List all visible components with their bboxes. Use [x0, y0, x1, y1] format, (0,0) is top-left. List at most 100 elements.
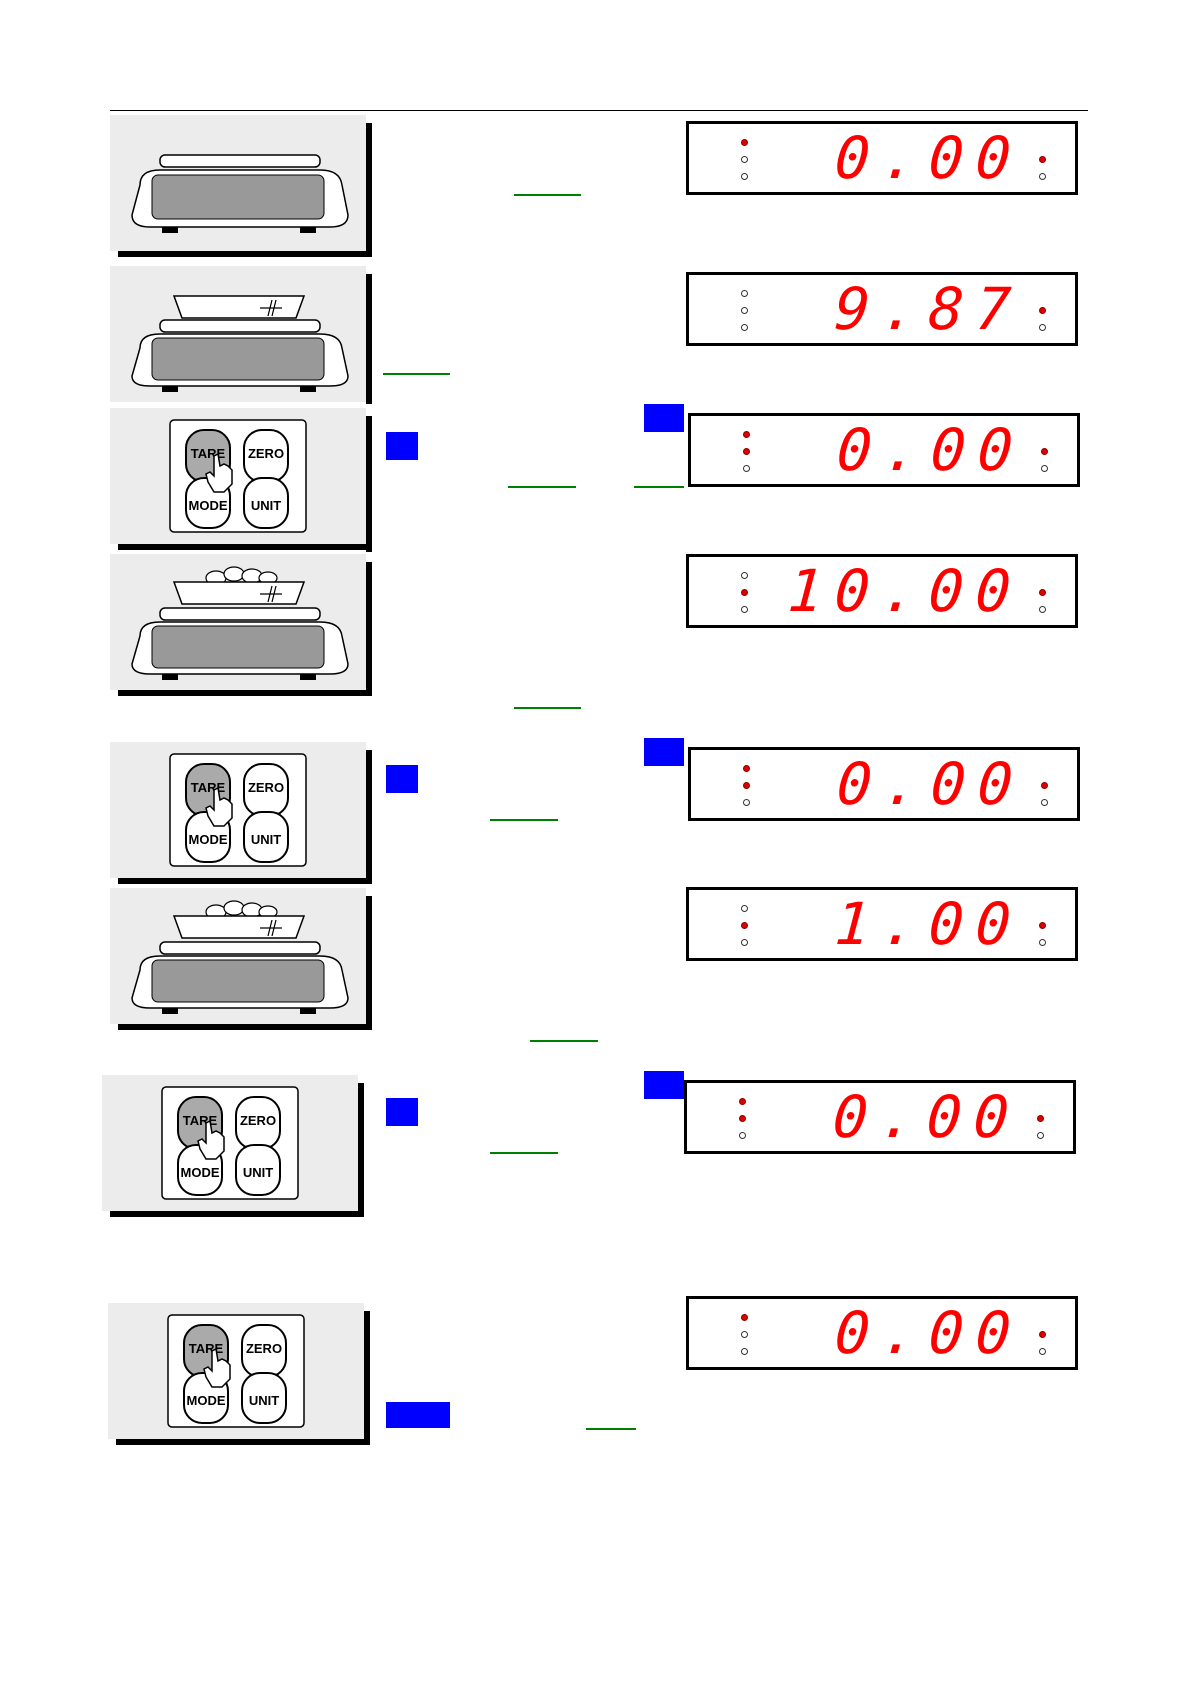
illustration-panel — [110, 115, 366, 251]
pointing-hand-icon — [205, 786, 233, 827]
led-display: 0.00 — [684, 1080, 1076, 1154]
annotation-underline — [383, 373, 450, 375]
annotation-underline — [490, 1152, 558, 1154]
indicator-led — [743, 799, 750, 806]
scale-empty-illustration — [131, 154, 349, 233]
indicator-led — [1039, 922, 1046, 929]
indicator-led — [741, 139, 748, 146]
keypad-illustration: TARE ZERO MODE UNIT — [161, 1086, 299, 1200]
pointing-hand-icon — [205, 452, 233, 493]
mode-key-label: MODE — [189, 498, 228, 513]
indicator-led — [741, 1331, 748, 1338]
indicator-led — [1039, 1331, 1046, 1338]
annotation-underline — [490, 819, 558, 821]
indicator-led — [1037, 1115, 1044, 1122]
indicator-led — [1037, 1132, 1044, 1139]
keypad-illustration: TARE ZERO MODE UNIT — [169, 753, 307, 867]
display-value: 0.00 — [832, 1299, 1026, 1367]
led-display: 0.00 — [686, 1296, 1078, 1370]
keypad-illustration: TARE ZERO MODE UNIT — [169, 419, 307, 533]
indicator-led — [1039, 307, 1046, 314]
illustration-panel: TARE ZERO MODE UNIT — [110, 408, 366, 544]
illustration-panel — [110, 554, 366, 690]
pointing-hand-icon — [197, 1119, 225, 1160]
annotation-underline — [634, 486, 684, 488]
led-display: 1.00 — [686, 887, 1078, 961]
illustration-panel — [110, 266, 366, 402]
indicator-led — [741, 922, 748, 929]
indicator-led — [741, 290, 748, 297]
indicator-led — [1039, 324, 1046, 331]
display-value: 1.00 — [832, 890, 1026, 958]
led-display: 10.00 — [686, 554, 1078, 628]
display-value: 0.00 — [832, 124, 1026, 192]
unit-key-label: UNIT — [251, 832, 281, 847]
indicator-led — [741, 572, 748, 579]
indicator-led — [1041, 448, 1048, 455]
keypad-illustration: TARE ZERO MODE UNIT — [167, 1314, 305, 1428]
annotation-underline — [514, 194, 581, 196]
zero-key-label: ZERO — [248, 446, 284, 461]
scale-with-container-illustration — [131, 295, 349, 392]
indicator-led — [739, 1098, 746, 1105]
indicator-led — [741, 1314, 748, 1321]
step-marker — [644, 404, 684, 432]
display-value: 10.00 — [786, 557, 1026, 625]
indicator-led — [739, 1132, 746, 1139]
annotation-underline — [530, 1040, 598, 1042]
scale-with-items-illustration — [131, 900, 349, 1014]
indicator-led — [741, 173, 748, 180]
mode-key-label: MODE — [187, 1393, 226, 1408]
tare-key-label: TARE — [191, 446, 226, 461]
annotation-underline — [586, 1428, 636, 1430]
indicator-led — [741, 606, 748, 613]
display-value: 0.00 — [834, 750, 1028, 818]
indicator-led — [1039, 173, 1046, 180]
indicator-led — [1039, 156, 1046, 163]
display-value: 0.00 — [830, 1083, 1024, 1151]
indicator-led — [1041, 799, 1048, 806]
unit-key-label: UNIT — [251, 498, 281, 513]
illustration-panel: TARE ZERO MODE UNIT — [102, 1075, 358, 1211]
indicator-led — [1041, 465, 1048, 472]
scale-with-items-illustration — [131, 566, 349, 680]
indicator-led — [741, 1348, 748, 1355]
indicator-led — [741, 589, 748, 596]
indicator-led — [741, 324, 748, 331]
indicator-led — [1039, 1348, 1046, 1355]
step-marker — [386, 432, 418, 460]
illustration-panel — [110, 888, 366, 1024]
indicator-led — [1039, 589, 1046, 596]
zero-key-label: ZERO — [248, 780, 284, 795]
header-rule — [110, 110, 1088, 111]
step-marker — [386, 1098, 418, 1126]
indicator-led — [743, 782, 750, 789]
tare-key-label: TARE — [189, 1341, 224, 1356]
unit-key-label: UNIT — [249, 1393, 279, 1408]
illustration-panel: TARE ZERO MODE UNIT — [108, 1303, 364, 1439]
annotation-underline — [508, 486, 576, 488]
pointing-hand-icon — [203, 1347, 231, 1388]
indicator-led — [743, 448, 750, 455]
step-marker — [386, 1402, 450, 1428]
display-value: 0.00 — [834, 416, 1028, 484]
tare-key-label: TARE — [183, 1113, 218, 1128]
indicator-led — [741, 905, 748, 912]
step-marker — [644, 738, 684, 766]
zero-key-label: ZERO — [246, 1341, 282, 1356]
mode-key-label: MODE — [181, 1165, 220, 1180]
led-display: 0.00 — [688, 747, 1080, 821]
indicator-led — [1041, 782, 1048, 789]
indicator-led — [741, 156, 748, 163]
step-marker — [386, 765, 418, 793]
indicator-led — [743, 765, 750, 772]
led-display: 0.00 — [686, 121, 1078, 195]
tare-key-label: TARE — [191, 780, 226, 795]
unit-key-label: UNIT — [243, 1165, 273, 1180]
indicator-led — [741, 307, 748, 314]
annotation-underline — [514, 707, 581, 709]
mode-key-label: MODE — [189, 832, 228, 847]
illustration-panel: TARE ZERO MODE UNIT — [110, 742, 366, 878]
indicator-led — [743, 465, 750, 472]
indicator-led — [1039, 606, 1046, 613]
